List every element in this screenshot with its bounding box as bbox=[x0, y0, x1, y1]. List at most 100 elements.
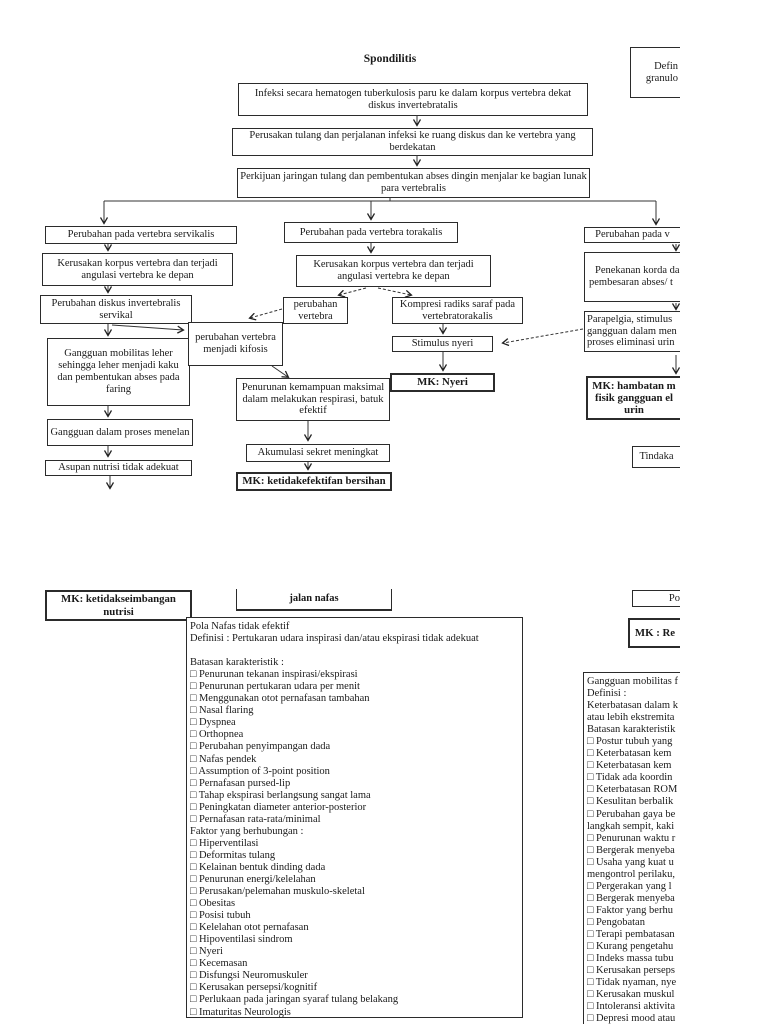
flow-box-definisi-cut: Defin granulo bbox=[630, 47, 680, 98]
text-line: Batasan karakteristik bbox=[587, 724, 676, 736]
flow-box-cervical-kerusakan: Kerusakan korpus vertebra dan terjadi an… bbox=[42, 253, 233, 286]
text-line: □ Faktor yang berhu bbox=[587, 904, 673, 916]
text-line: □ Perubahan gaya be bbox=[587, 808, 676, 820]
text-line: □ Tahap ekspirasi berlangsung sangat lam… bbox=[190, 789, 371, 801]
text-line: Gangguan mobilitas f bbox=[587, 676, 678, 687]
page-title: Spondilitis bbox=[363, 53, 417, 65]
flow-box-mk-nutrisi: MK: ketidakseimbangan nutrisi bbox=[45, 590, 192, 621]
flow-box-infeksi: Infeksi secara hematogen tuberkulosis pa… bbox=[238, 83, 588, 116]
text-line: □ Imaturitas Neurologis bbox=[190, 1006, 291, 1018]
text-line: □ Kerusakan perseps bbox=[587, 965, 675, 977]
flow-box-perkijuan: Perkijuan jaringan tulang dan pembentuka… bbox=[237, 168, 590, 198]
flow-box-penurunan-respirasi: Penurunan kemampuan maksimal dalam melak… bbox=[236, 378, 390, 421]
text-line: □ Pergerakan yang l bbox=[587, 880, 672, 892]
cut-text-line: fisik gangguan el bbox=[595, 391, 673, 404]
text-line: □ Pernafasan rata-rata/minimal bbox=[190, 813, 321, 825]
text-line: Keterbatasan dalam k bbox=[587, 700, 678, 712]
text-line: □ Penurunan energi/kelelahan bbox=[190, 873, 316, 885]
flow-box-spinal-header: Perubahan pada v bbox=[584, 227, 680, 243]
text-line: □ Kecemasan bbox=[190, 958, 248, 970]
text-line: □ Posisi tubuh bbox=[190, 910, 251, 922]
flow-box-mk-hambatan: MK: hambatan m fisik gangguan el urin bbox=[586, 376, 680, 420]
text-line: □ Menggunakan otot pernafasan tambahan bbox=[190, 693, 370, 705]
text-line: □ Nafas pendek bbox=[190, 753, 257, 765]
cut-text-line: gangguan dalam men bbox=[587, 325, 677, 337]
flow-box-mobilitas-leher: Gangguan mobilitas leher sehingga leher … bbox=[47, 338, 190, 406]
flow-box-mk-bersihan: MK: ketidakefektifan bersihan bbox=[236, 472, 392, 491]
flow-box-jalan-nafas: jalan nafas bbox=[236, 589, 392, 611]
flow-box-diskus: Perubahan diskus invertebralis servikal bbox=[40, 295, 192, 324]
flow-box-kompresi: Kompresi radiks saraf pada vertebratorak… bbox=[392, 297, 523, 324]
cut-text-line: MK: hambatan m bbox=[592, 379, 676, 392]
text-line: Definisi : Pertukaran udara inspirasi da… bbox=[190, 633, 479, 645]
cut-text-line: Defin bbox=[654, 60, 678, 72]
text-line: □ Penurunan waktu r bbox=[587, 832, 676, 844]
cut-text-line: urin bbox=[624, 404, 644, 417]
text-line: □ Deformitas tulang bbox=[190, 849, 276, 861]
flow-box-mk-nyeri: MK: Nyeri bbox=[390, 373, 495, 392]
cut-text-line: pembesaran abses/ t bbox=[589, 277, 673, 288]
flow-box-penekanan: Penekanan korda da pembesaran abses/ t bbox=[584, 252, 680, 302]
text-line: □ Tidak nyaman, nye bbox=[587, 977, 677, 989]
text-line: □ Hipoventilasi sindrom bbox=[190, 934, 293, 946]
text-line: Batasan karakteristik : bbox=[190, 657, 284, 669]
text-line: Definisi : bbox=[587, 688, 627, 700]
cut-text-line: proses eliminasi urin bbox=[587, 337, 675, 349]
flow-box-menelan: Gangguan dalam proses menelan bbox=[47, 419, 193, 446]
text-line: □ Disfungsi Neuromuskuler bbox=[190, 970, 308, 982]
text-line: □ Nyeri bbox=[190, 946, 223, 958]
text-line: □ Kerusakan muskul bbox=[587, 989, 675, 1001]
text-line: □ Perubahan penyimpangan dada bbox=[190, 741, 331, 753]
text-line: □ Obesitas bbox=[190, 898, 236, 910]
flow-box-kifosis: perubahan vertebra menjadi kifosis bbox=[188, 322, 283, 366]
text-line: □ Nasal flaring bbox=[190, 705, 254, 717]
cut-text-line: Penekanan korda da bbox=[595, 265, 680, 277]
flow-box-cervical-header: Perubahan pada vertebra servikalis bbox=[45, 226, 237, 244]
text-line: □ Orthopnea bbox=[190, 729, 244, 741]
text-line: □ Usaha yang kuat u bbox=[587, 856, 674, 868]
text-line: □ Terapi pembatasan bbox=[587, 928, 675, 940]
flow-box-thoracic-kerusakan: Kerusakan korpus vertebra dan terjadi an… bbox=[296, 255, 491, 287]
text-line: □ Bergerak menyeba bbox=[587, 892, 675, 904]
text-line: □ Keterbatasan kem bbox=[587, 748, 672, 760]
flow-box-po-cut: Po bbox=[632, 590, 680, 607]
text-line: □ Kerusakan persepsi/kognitif bbox=[190, 982, 318, 994]
text-line: □ Tidak ada koordin bbox=[587, 772, 673, 784]
text-line: □ Postur tubuh yang bbox=[587, 736, 673, 748]
text-line: □ Dyspnea bbox=[190, 717, 236, 729]
flow-box-tindakan: Tindaka bbox=[632, 446, 680, 468]
flow-box-stimulus-nyeri: Stimulus nyeri bbox=[392, 336, 493, 352]
flow-box-parapelgia: Parapelgia, stimulus gangguan dalam men … bbox=[584, 311, 680, 352]
text-line: □ Hiperventilasi bbox=[190, 837, 259, 849]
text-line: □ Keterbatasan kem bbox=[587, 760, 672, 772]
text-line: Faktor yang berhubungan : bbox=[190, 825, 304, 837]
text-line: □ Pengobatan bbox=[587, 916, 645, 928]
flow-box-perusakan: Perusakan tulang dan perjalanan infeksi … bbox=[232, 128, 593, 156]
text-line: □ Pernafasan pursed-lip bbox=[190, 777, 291, 789]
text-line: □ Perusakan/pelemahan muskulo-skeletal bbox=[190, 886, 365, 898]
text-line: □ Peningkatan diameter anterior-posterio… bbox=[190, 801, 367, 813]
text-line: □ Intoleransi aktivita bbox=[587, 1001, 675, 1013]
flow-box-asupan: Asupan nutrisi tidak adekuat bbox=[45, 460, 192, 476]
text-line: mengontrol perilaku, bbox=[587, 868, 676, 880]
text-line: □ Perlukaan pada jaringan syaraf tulang … bbox=[190, 994, 399, 1006]
cut-text-line: Parapelgia, stimulus bbox=[587, 313, 673, 325]
text-line: □ Penurunan pertukaran udara per menit bbox=[190, 681, 360, 693]
text-line: atau lebih ekstremita bbox=[587, 712, 675, 724]
text-line: □ Penurunan tekanan inspirasi/ekspirasi bbox=[190, 669, 358, 681]
text-line: □ Kurang pengetahu bbox=[587, 941, 674, 953]
flow-box-perubahan-vertebra: perubahan vertebra bbox=[283, 297, 348, 324]
flow-box-thoracic-header: Perubahan pada vertebra torakalis bbox=[284, 222, 458, 243]
text-line: Pola Nafas tidak efektif bbox=[190, 621, 290, 632]
text-line: □ Keterbatasan ROM bbox=[587, 784, 678, 796]
text-line: □ Depresi mood atau bbox=[587, 1013, 676, 1024]
text-line: langkah sempit, kaki bbox=[587, 820, 675, 832]
text-line: □ Indeks massa tubu bbox=[587, 953, 674, 965]
text-line bbox=[190, 645, 522, 657]
text-line: □ Kelainan bentuk dinding dada bbox=[190, 861, 326, 873]
flow-box-mk-re-cut: MK : Re bbox=[628, 618, 680, 648]
